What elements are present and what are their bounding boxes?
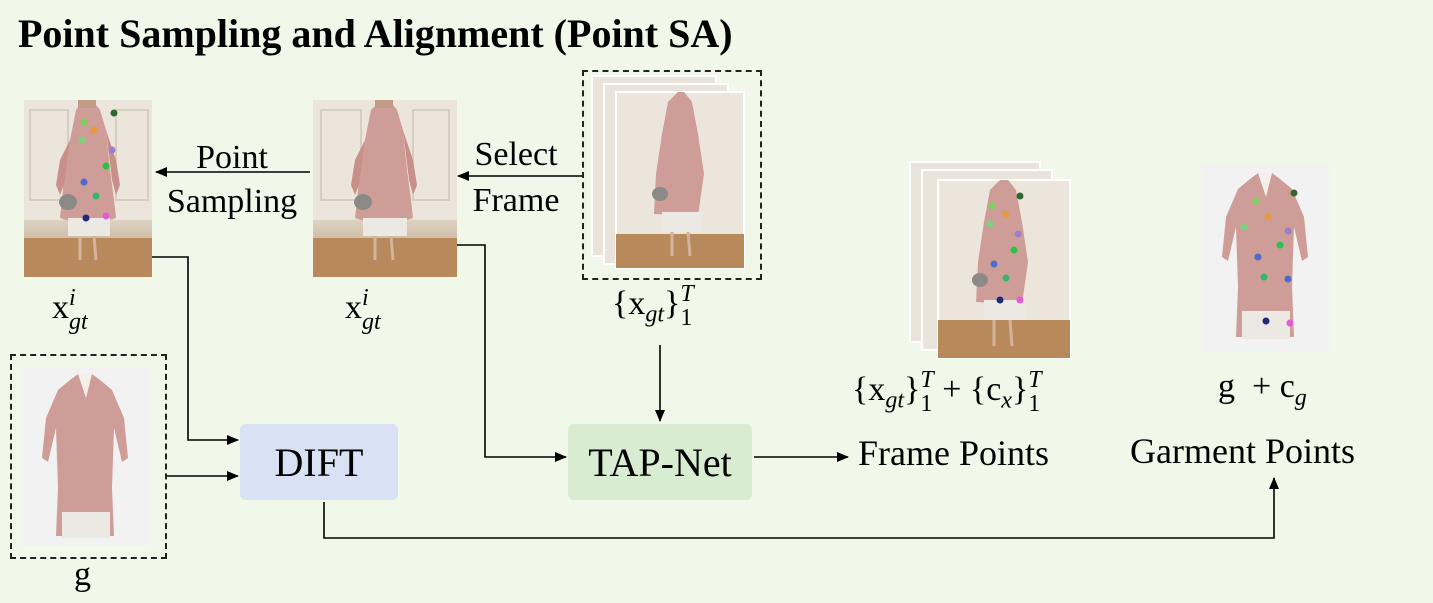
video-frames-stack — [591, 75, 745, 269]
video-frames-dashed-box — [582, 70, 762, 280]
dift-box: DIFT — [240, 424, 398, 500]
sampled-frame-image — [24, 100, 152, 277]
garment-dashed-box — [10, 354, 167, 559]
arrow-xgti-to-dift — [152, 256, 239, 445]
garment-points-label: Garment Points — [1130, 431, 1355, 471]
arrow-xgt-to-tapnet — [457, 244, 567, 462]
frame-points-stack — [909, 161, 1071, 359]
select-frame-label: Select Frame — [472, 136, 560, 219]
garment-g-label: g — [74, 556, 91, 593]
garment-points-image — [1202, 165, 1330, 351]
point-sampling-label: Point Sampling — [166, 139, 298, 220]
selected-frame-image — [313, 100, 457, 277]
tap-net-box: TAP-Net — [568, 424, 752, 500]
arrow-dift-to-garment-points — [323, 477, 1279, 539]
garment-points-formula: g + cg — [1218, 368, 1307, 411]
diagram-title: Point Sampling and Alignment (Point SA) — [18, 11, 733, 56]
frame-points-label: Frame Points — [858, 433, 1050, 473]
garment-image — [22, 368, 150, 546]
